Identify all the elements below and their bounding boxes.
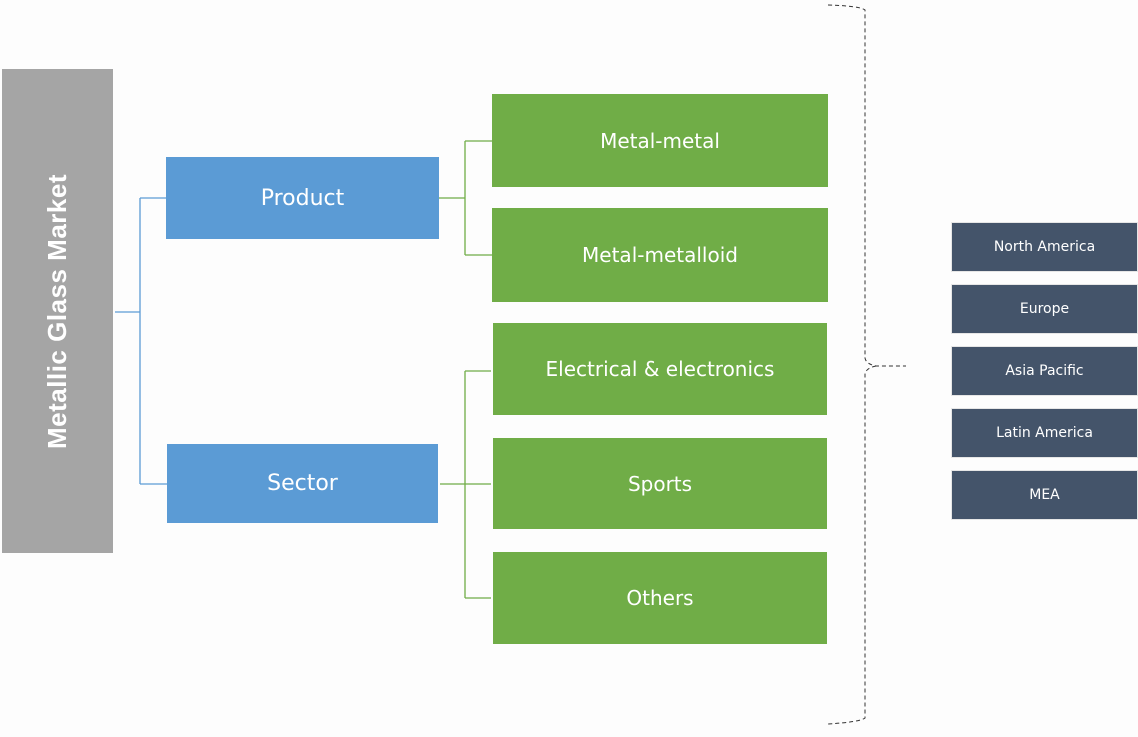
region-brace [827, 4, 906, 725]
region-mea: MEA [951, 470, 1138, 520]
region-label: North America [993, 239, 1096, 255]
segment-label: Sports [627, 471, 693, 496]
segment-label: Electrical & electronics [545, 357, 775, 381]
category-product: Product [166, 157, 439, 239]
segment-electrical-electronics: Electrical & electronics [493, 323, 827, 415]
category-label: Sector [267, 471, 338, 496]
root-node: Metallic Glass Market [2, 69, 113, 553]
region-label: Europe [1019, 301, 1070, 317]
segment-sports: Sports [493, 438, 827, 529]
segment-label: Others [626, 586, 694, 610]
region-label: MEA [1029, 487, 1060, 503]
region-label: Latin America [996, 425, 1093, 441]
region-asia-pacific: Asia Pacific [951, 346, 1138, 396]
segment-label: Metal-metal [600, 128, 720, 153]
root-title: Metallic Glass Market [42, 173, 72, 449]
region-europe: Europe [951, 284, 1138, 334]
segment-label: Metal-metalloid [582, 243, 738, 267]
category-sector: Sector [167, 444, 438, 523]
region-latin-america: Latin America [951, 408, 1138, 458]
region-north-america: North America [951, 222, 1138, 272]
segment-others: Others [493, 552, 827, 644]
segment-metal-metal: Metal-metal [492, 94, 828, 187]
region-label: Asia Pacific [1005, 363, 1084, 379]
category-label: Product [260, 185, 345, 211]
segment-metal-metalloid: Metal-metalloid [492, 208, 828, 302]
